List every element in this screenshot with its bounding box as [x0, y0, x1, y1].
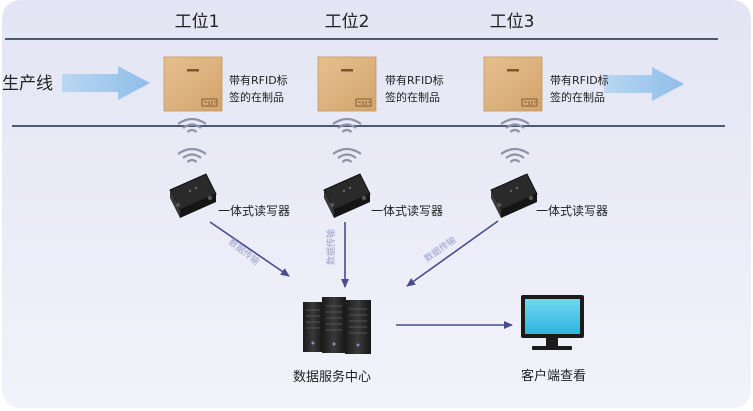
box-label-2b: 签的在制品 [385, 90, 440, 104]
box-label-1b: 签的在制品 [229, 90, 284, 104]
production-line-label: 生产线 [2, 74, 53, 94]
wifi-icon [499, 147, 531, 164]
server-icon [303, 297, 371, 354]
rfid-reader-icon-1 [169, 173, 217, 219]
rfid-reader-icon-3 [490, 173, 538, 219]
box-label-1a: 带有RFID标 [229, 73, 288, 87]
link-reader1-server [209, 221, 290, 277]
station-title-1: 工位1 [175, 12, 220, 32]
wifi-icon [331, 147, 363, 164]
reader-label-1: 一体式读写器 [218, 204, 290, 218]
reader-label-3: 一体式读写器 [536, 204, 608, 218]
rfid-box-1 [163, 56, 223, 112]
monitor-icon [521, 295, 584, 350]
rfid-box-3 [483, 56, 543, 112]
client-label: 客户端查看 [521, 368, 586, 384]
server-label: 数据服务中心 [293, 369, 371, 385]
station-title-2: 工位2 [325, 12, 370, 32]
box-label-3b: 签的在制品 [550, 90, 605, 104]
rfid-box-2 [317, 56, 377, 112]
flow-label-1: 数据传输 [226, 236, 262, 268]
line-arrow-out [604, 67, 684, 101]
box-label-3a: 带有RFID标 [550, 73, 609, 87]
flow-label-2: 数据传输 [325, 229, 337, 265]
wifi-icon [176, 147, 208, 164]
link-reader3-server [406, 220, 499, 287]
line-arrow-in [62, 66, 150, 100]
box-label-2a: 带有RFID标 [385, 73, 444, 87]
rfid-reader-icon-2 [323, 173, 371, 219]
flow-label-3: 数据传输 [422, 234, 458, 264]
station-title-3: 工位3 [490, 12, 535, 32]
reader-label-2: 一体式读写器 [371, 204, 443, 218]
